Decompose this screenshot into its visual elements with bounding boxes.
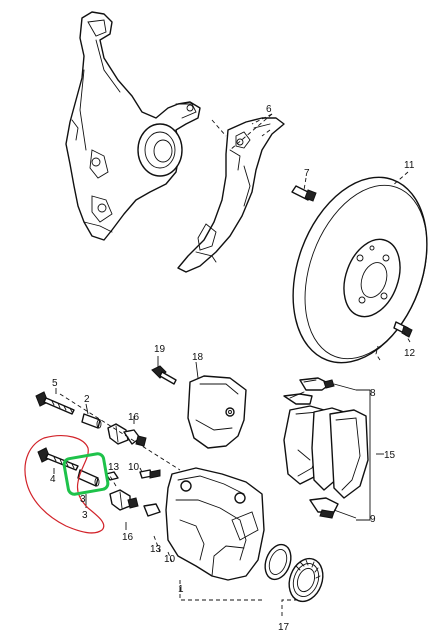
label-5: 5 (52, 378, 58, 389)
green-highlight-box (62, 452, 110, 496)
red-freehand-outline (24, 435, 105, 534)
label-8: 8 (370, 388, 376, 399)
label-3-lower: 3 (82, 510, 88, 521)
label-4: 4 (50, 474, 56, 485)
label-6: 6 (266, 104, 272, 115)
guide-bush-2 (81, 413, 102, 429)
label-13-lower: 13 (150, 544, 162, 555)
brake-caliper (165, 467, 265, 581)
label-19: 19 (154, 344, 166, 355)
label-11: 11 (404, 160, 415, 171)
label-10-upper: 10 (128, 462, 140, 473)
part-labels: 6 7 11 12 19 18 5 2 16 8 15 9 10 13 4 3 … (50, 104, 416, 633)
label-1: 1 (178, 584, 184, 595)
steering-knuckle (65, 11, 201, 241)
guide-boot-16-upper (107, 423, 147, 447)
label-18: 18 (192, 352, 204, 363)
piston-boot (288, 557, 324, 603)
brake-pad-set (283, 377, 369, 519)
label-16-lower: 16 (122, 532, 134, 543)
splash-shield (177, 117, 285, 273)
piston-seal (264, 543, 292, 581)
bolt-7 (291, 185, 317, 202)
label-15: 15 (384, 450, 396, 461)
guide-bush-3 (77, 469, 100, 487)
brake-disc (292, 176, 428, 364)
label-12: 12 (404, 348, 416, 359)
bolt-12 (393, 321, 413, 338)
label-13-upper: 13 (108, 462, 120, 473)
label-2: 2 (84, 394, 90, 405)
leader-lines (53, 113, 411, 616)
label-16-upper: 16 (128, 412, 140, 423)
guide-bolt-4 (37, 447, 79, 471)
label-7: 7 (304, 168, 310, 179)
label-17: 17 (278, 622, 290, 633)
label-3-upper: 3 (80, 494, 86, 505)
label-9: 9 (370, 514, 376, 525)
caliper-heat-shield (187, 375, 247, 449)
bleed-valve-parts (105, 469, 161, 481)
guide-bolt-5 (35, 391, 75, 415)
label-10-lower: 10 (164, 554, 176, 565)
guide-boot-16-lower (109, 489, 161, 517)
bolt-19 (151, 365, 177, 385)
